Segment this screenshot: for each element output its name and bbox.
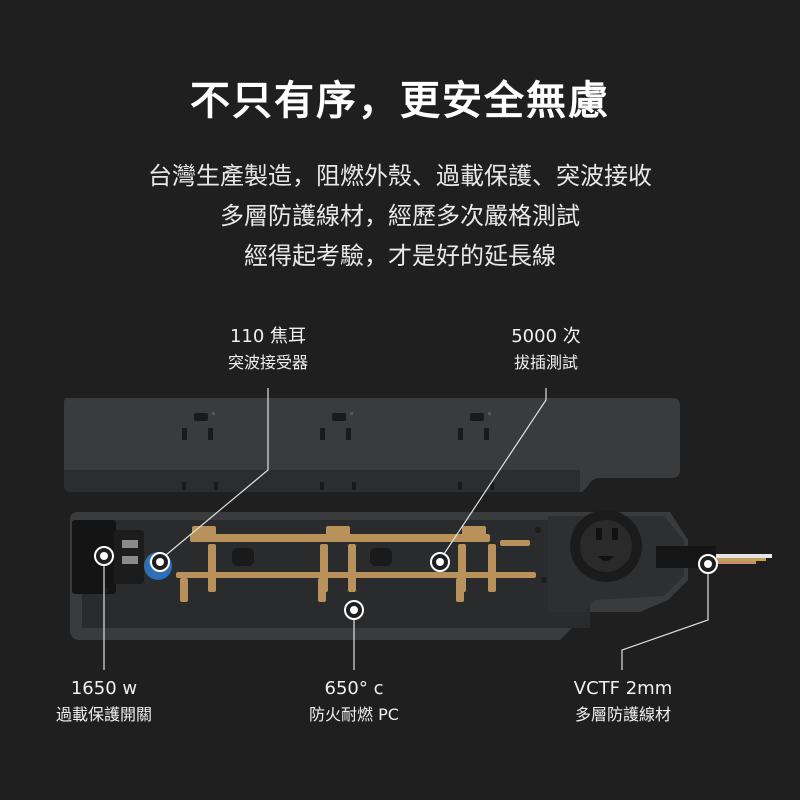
callout-plug-test-value: 5000 次	[511, 326, 581, 347]
callout-surge-label: 突波接受器	[227, 353, 308, 372]
marker-surge	[150, 552, 170, 572]
callout-overload-label: 過載保護開關	[55, 705, 152, 724]
leader-plug-test	[439, 388, 547, 561]
callout-overload-value: 1650 w	[70, 678, 138, 699]
callout-cable: VCTF 2mm 多層防護線材	[548, 676, 698, 728]
subtitle: 台灣生產製造，阻燃外殼、過載保護、突波接收 多層防護線材，經歷多次嚴格測試 經得…	[0, 156, 800, 276]
marker-cable	[698, 554, 718, 574]
overload-switch-block	[72, 520, 144, 594]
callout-plug-test-label: 拔插測試	[513, 353, 578, 372]
leader-cable	[621, 564, 709, 670]
marker-overload	[94, 546, 114, 566]
callout-fire-value: 650° c	[324, 678, 384, 699]
strip-base	[70, 510, 772, 640]
subtitle-line-3: 經得起考驗，才是好的延長線	[244, 242, 556, 270]
page-title: 不只有序，更安全無慮	[190, 78, 610, 124]
brass-bus-bars	[176, 526, 536, 602]
callout-cable-value: VCTF 2mm	[573, 678, 673, 699]
outlet-3	[458, 412, 491, 440]
outlet-2	[320, 412, 353, 440]
marker-plug-test	[430, 552, 450, 572]
callout-surge-value: 110 焦耳	[229, 326, 307, 347]
subtitle-line-1: 台灣生產製造，阻燃外殼、過載保護、突波接收	[148, 162, 652, 190]
leader-surge	[159, 388, 269, 561]
callout-surge: 110 焦耳 突波接受器	[208, 324, 328, 376]
subtitle-line-2: 多層防護線材，經歷多次嚴格測試	[220, 202, 580, 230]
callout-plug-test: 5000 次 拔插測試	[486, 324, 606, 376]
callout-cable-label: 多層防護線材	[574, 705, 671, 724]
strip-lid	[64, 398, 680, 492]
callout-overload: 1650 w 過載保護開關	[34, 676, 174, 728]
callout-fire: 650° c 防火耐燃 PC	[284, 676, 424, 728]
outlet-1	[182, 412, 215, 440]
cable-entry-housing	[570, 510, 642, 582]
callout-fire-label: 防火耐燃 PC	[309, 705, 399, 724]
marker-fire	[344, 600, 364, 620]
